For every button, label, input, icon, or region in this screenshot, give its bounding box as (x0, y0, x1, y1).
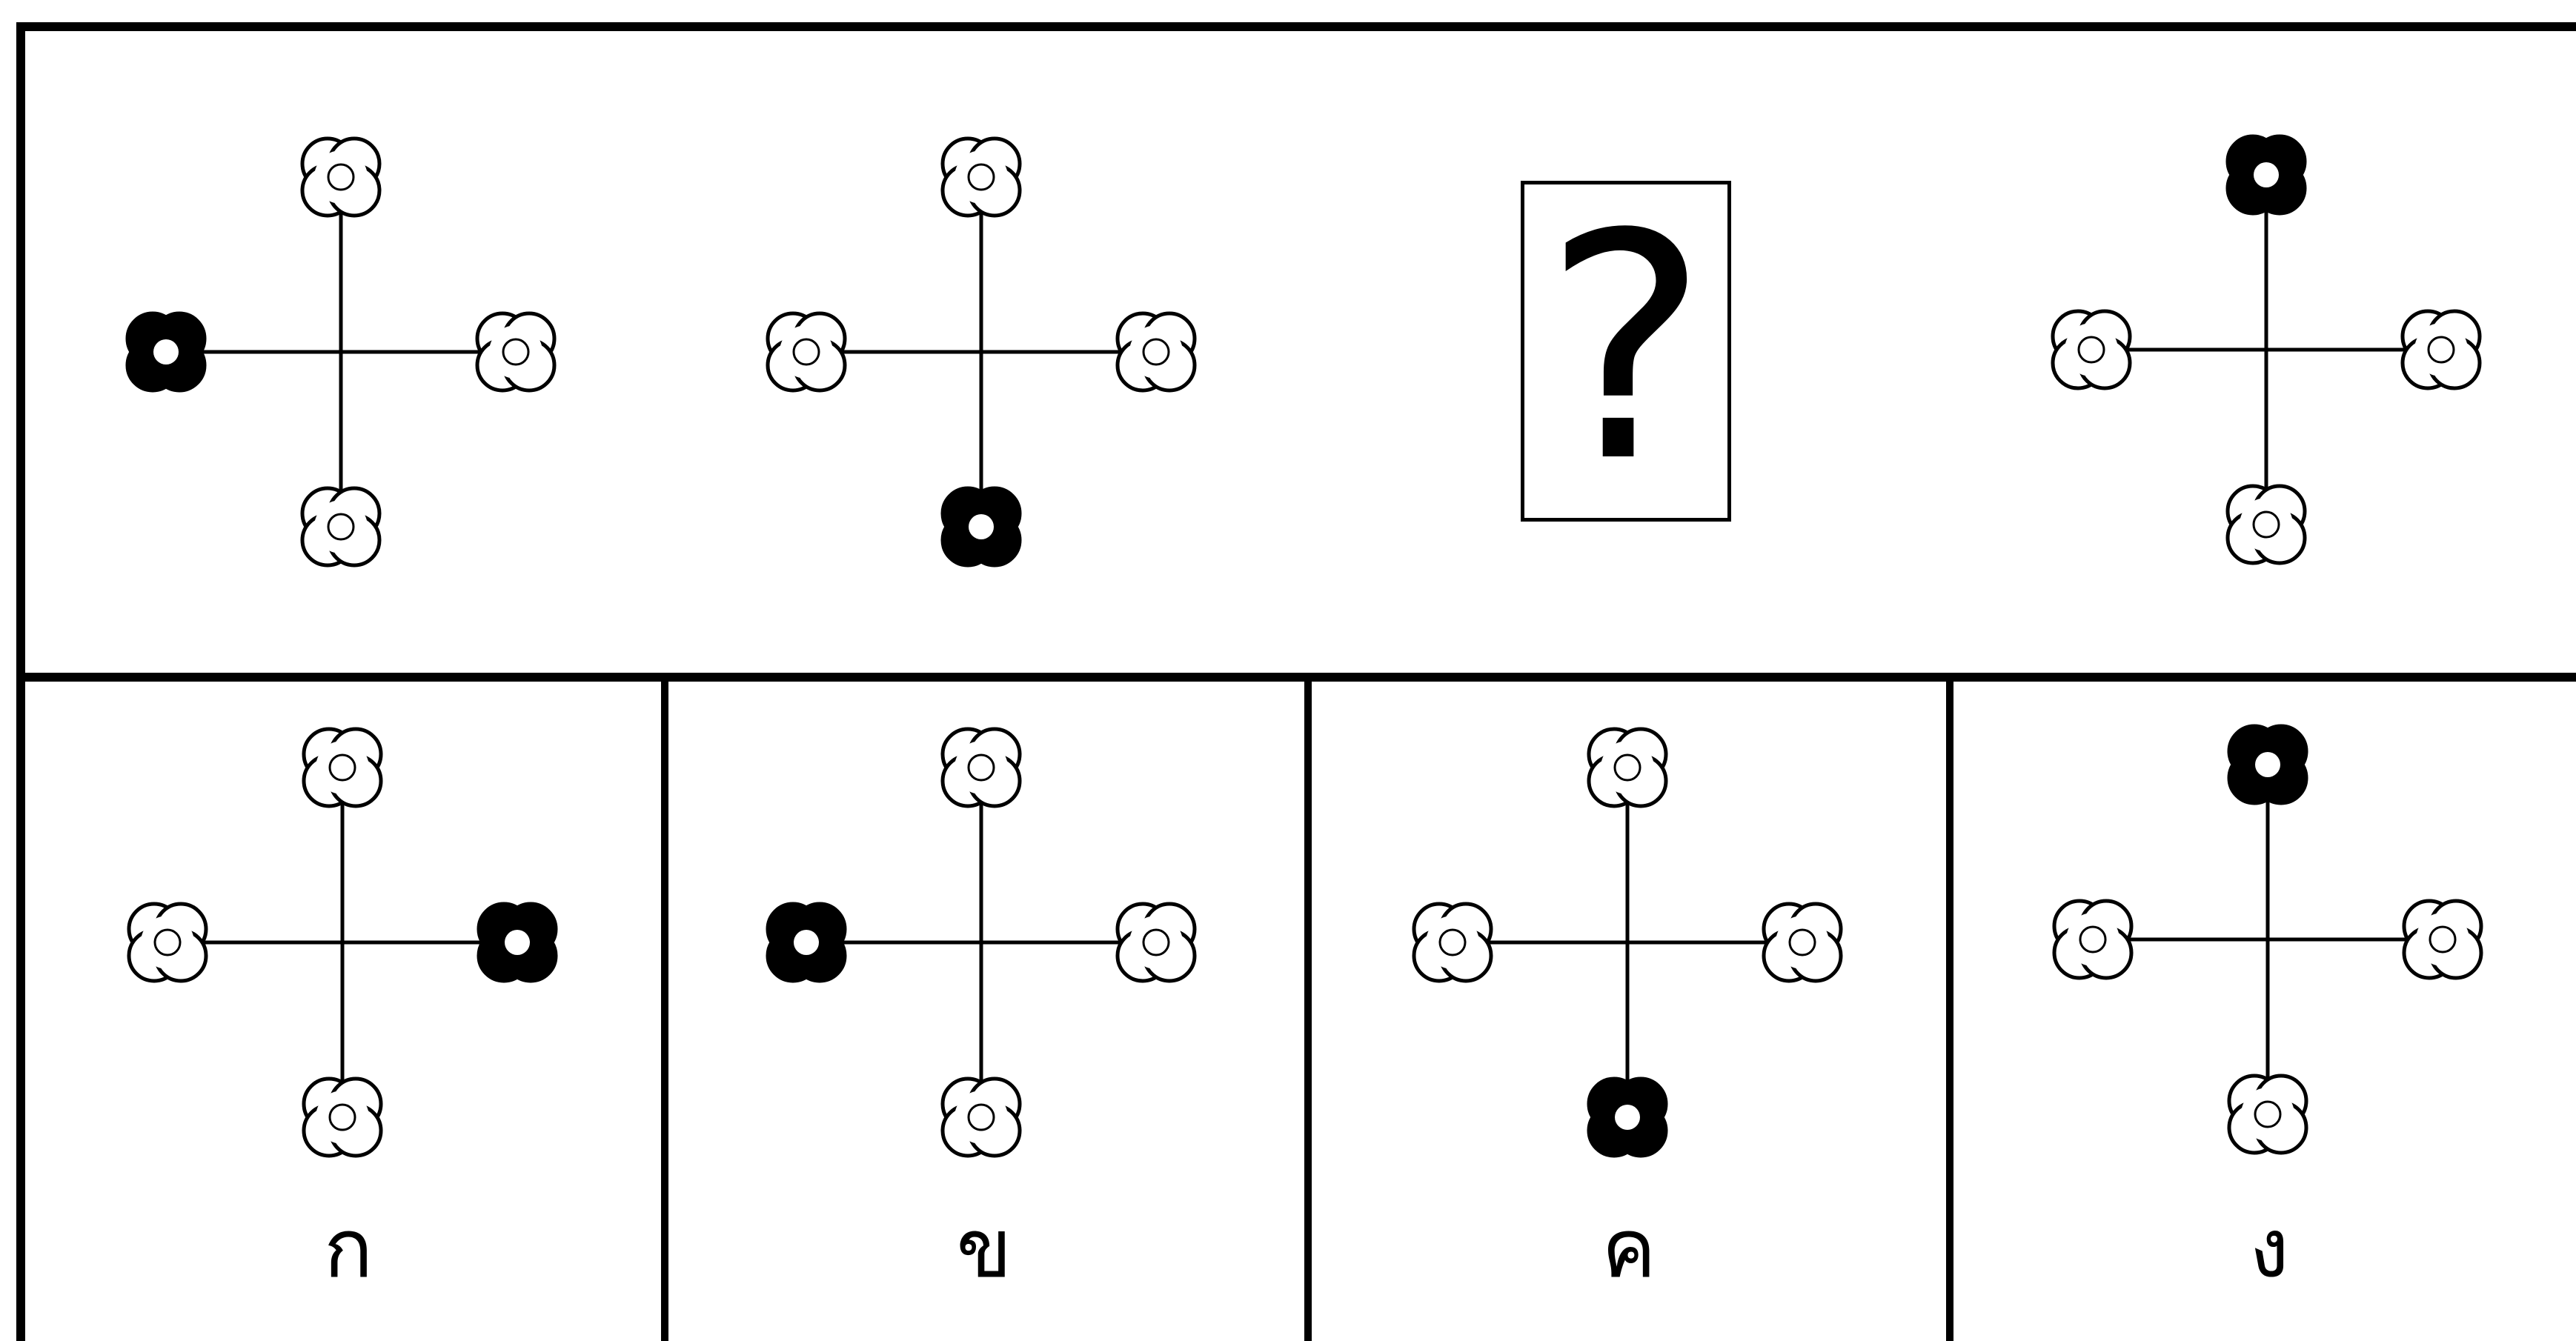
option-figure-4 (2052, 724, 2483, 1155)
flower-right-icon (2400, 309, 2482, 390)
option-figure-1 (127, 727, 558, 1158)
flower-bottom-icon (2227, 1074, 2308, 1155)
flower-left-icon (766, 311, 847, 393)
option-label-2: ข (956, 1201, 1012, 1296)
option-label-3: ค (1601, 1201, 1656, 1296)
flower-bottom-icon (300, 486, 382, 568)
flower-bottom-icon (940, 1077, 1022, 1158)
option-figure-2 (766, 727, 1197, 1158)
option-frame-1[interactable] (16, 674, 668, 1341)
figures-layer (125, 134, 2483, 1158)
flower-left-icon (125, 311, 207, 393)
flower-right-icon (475, 311, 557, 393)
flower-top-icon (2227, 724, 2308, 805)
option-label-1: ก (323, 1201, 374, 1296)
sequence-figure-4 (2051, 134, 2482, 565)
flower-right-icon (1115, 311, 1197, 393)
flower-bottom-icon (302, 1077, 383, 1158)
flower-left-icon (127, 902, 208, 983)
flower-left-icon (2052, 899, 2134, 980)
flower-top-icon (940, 136, 1022, 218)
question-mark: ? (1543, 168, 1709, 530)
flower-top-icon (2225, 134, 2307, 216)
flower-top-icon (302, 727, 383, 808)
flower-bottom-icon (2225, 484, 2307, 565)
flower-left-icon (2051, 309, 2132, 390)
flower-top-icon (300, 136, 382, 218)
missing-figure-box (1521, 181, 1731, 522)
flower-right-icon (477, 902, 558, 983)
sequence-figure-2 (766, 136, 1197, 568)
flower-bottom-icon (1587, 1077, 1668, 1158)
flower-top-icon (940, 727, 1022, 808)
flower-left-icon (1412, 902, 1493, 983)
flower-left-icon (766, 902, 847, 983)
flower-bottom-icon (940, 486, 1022, 568)
flower-right-icon (2402, 899, 2483, 980)
flower-top-icon (1587, 727, 1668, 808)
option-label-4: ง (2249, 1201, 2289, 1296)
flower-right-icon (1762, 902, 1843, 983)
option-frame-2[interactable] (661, 674, 1312, 1341)
option-figure-3 (1412, 727, 1843, 1158)
question-row-frame (16, 22, 2576, 682)
option-frame-3[interactable] (1304, 674, 1953, 1341)
puzzle-sheet: ? ก ข ค ง (16, 22, 2576, 1341)
sequence-figure-1 (125, 136, 557, 568)
flower-right-icon (1115, 902, 1197, 983)
